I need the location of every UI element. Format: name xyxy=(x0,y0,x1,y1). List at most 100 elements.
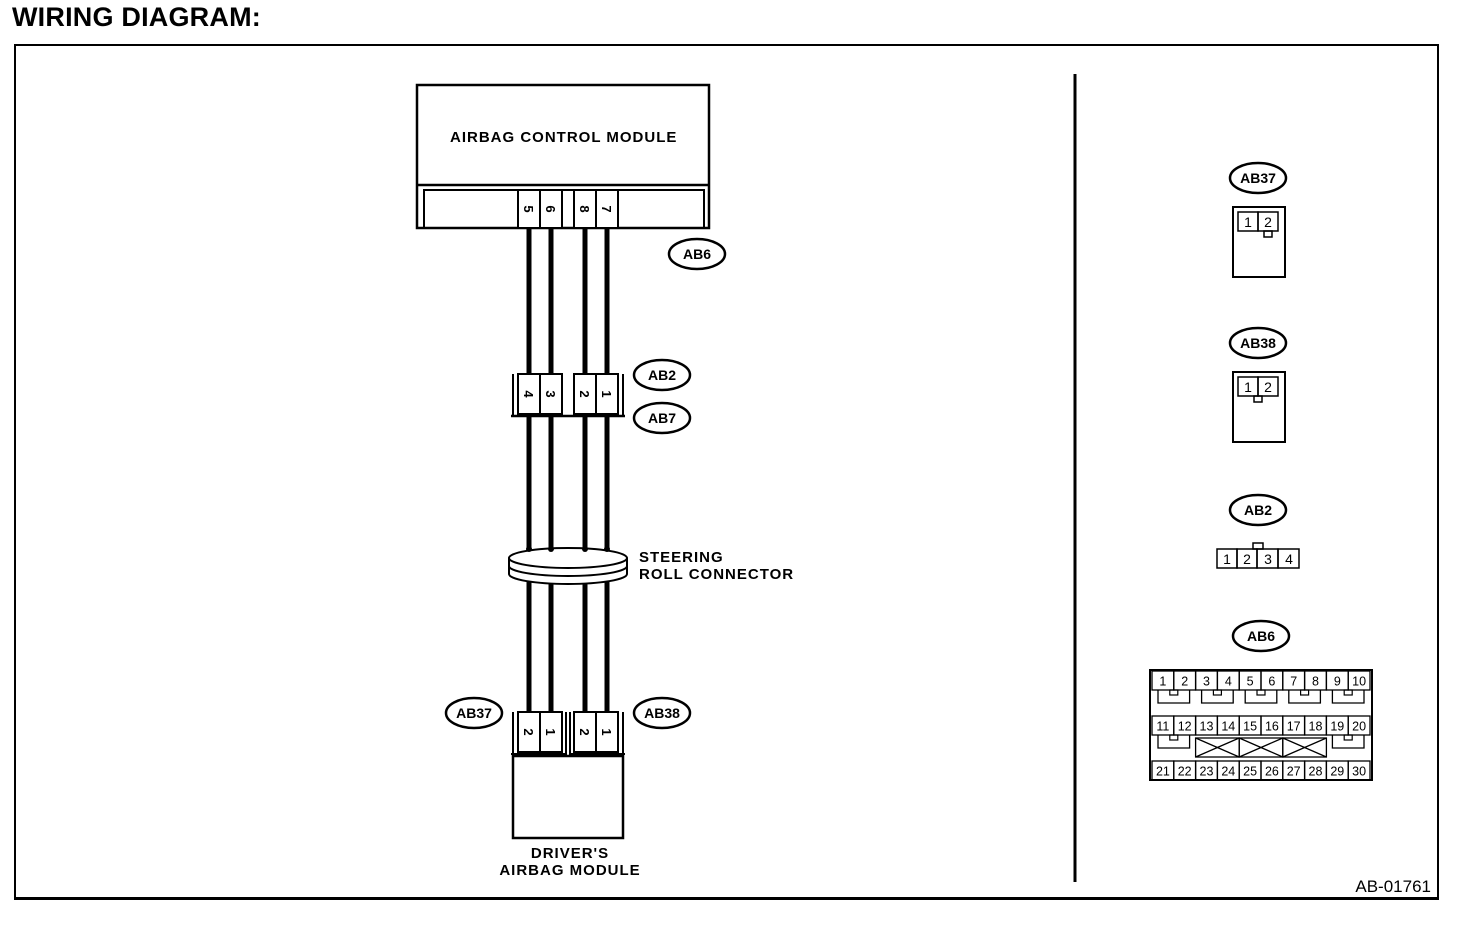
ab6-view-pin-20: 20 xyxy=(1352,720,1366,734)
ab6-view-latch xyxy=(1157,690,1191,704)
ab37-view-pin-1: 1 xyxy=(1244,214,1252,230)
ab6-view-pin-5: 5 xyxy=(1247,675,1254,689)
ab2-tag-label: AB2 xyxy=(648,367,676,383)
ab6-view-pin-2: 2 xyxy=(1181,675,1188,689)
ab6-view-latch xyxy=(1157,735,1191,749)
page-title: WIRING DIAGRAM: xyxy=(12,2,261,32)
ab2-pin-4: 4 xyxy=(521,390,536,398)
ab6-view-pin-3: 3 xyxy=(1203,675,1210,689)
ab2-pin-block xyxy=(517,373,619,415)
ab6-view-pin-19: 19 xyxy=(1330,720,1344,734)
ab6-view-latch-nub xyxy=(1169,734,1179,741)
control-module-label: AIRBAG CONTROL MODULE xyxy=(450,129,677,146)
ab6-tag xyxy=(667,237,727,271)
ab6-view-pin-21: 21 xyxy=(1156,765,1170,779)
ab6-view-latch xyxy=(1331,690,1365,704)
ab6-view-cell xyxy=(1347,715,1371,736)
ab6-view-pin-12: 12 xyxy=(1178,720,1192,734)
ab6-view-cell xyxy=(1347,670,1371,691)
ab6-pin-7: 7 xyxy=(599,205,614,212)
ab37-tag-label: AB37 xyxy=(456,705,492,721)
drivers-airbag-label-line1: DRIVER'S xyxy=(531,845,609,862)
steering-roll-connector xyxy=(508,547,628,585)
ab6-view-pin-14: 14 xyxy=(1221,720,1235,734)
ab38-view-tag xyxy=(1228,326,1288,360)
ab6-view-pin-15: 15 xyxy=(1243,720,1257,734)
harness-wires xyxy=(526,228,610,712)
ab6-view-pin-16: 16 xyxy=(1265,720,1279,734)
ab2-view-pin-4: 4 xyxy=(1285,551,1293,567)
ab7-tag-label: AB7 xyxy=(648,410,676,426)
ab6-view-pin-1: 1 xyxy=(1159,675,1166,689)
ab6-view-latch-nub xyxy=(1343,734,1353,741)
ab6-view-latch xyxy=(1244,690,1278,704)
ab6-view-cell xyxy=(1347,760,1371,781)
ab2-ab7-connector xyxy=(511,374,625,418)
ab37-tag xyxy=(444,696,504,730)
ab6-pin-6: 6 xyxy=(543,205,558,212)
ab38-tag-label: AB38 xyxy=(644,705,680,721)
ab6-view-pin-8: 8 xyxy=(1312,675,1319,689)
ab2-pin-1: 1 xyxy=(599,390,614,397)
ab37-pin-2: 2 xyxy=(521,728,536,735)
ab6-view-pin-13: 13 xyxy=(1200,720,1214,734)
ab38-view-pin-2: 2 xyxy=(1264,379,1272,395)
ab6-view-latch-nub xyxy=(1343,689,1353,696)
ab6-view-pin-17: 17 xyxy=(1287,720,1301,734)
drivers-airbag-module xyxy=(511,754,625,840)
ab6-view-pin-24: 24 xyxy=(1221,765,1235,779)
ab6-view-cross xyxy=(1282,737,1327,758)
ab6-view-pin-25: 25 xyxy=(1243,765,1257,779)
drivers-airbag-label-line2: AIRBAG MODULE xyxy=(499,862,640,879)
ab6-view-cross xyxy=(1238,737,1284,758)
ab6-pin-block xyxy=(517,189,619,229)
ab37-pin-1: 1 xyxy=(543,728,558,735)
ab2-connector-view xyxy=(1216,542,1300,569)
ab6-view-blocked-cavity xyxy=(1282,737,1328,758)
ab6-view-pin-22: 22 xyxy=(1178,765,1192,779)
ab6-view-pin-28: 28 xyxy=(1309,765,1323,779)
ab38-connector-view xyxy=(1232,371,1286,443)
diagram-frame xyxy=(14,44,1439,900)
ab6-view-pin-29: 29 xyxy=(1330,765,1344,779)
ab38-pin-block xyxy=(573,711,619,753)
ab6-view-pin-6: 6 xyxy=(1268,675,1275,689)
ab6-view-pin-27: 27 xyxy=(1287,765,1301,779)
ab38-pin-1: 1 xyxy=(599,728,614,735)
ab38-view-pin-1: 1 xyxy=(1244,379,1252,395)
ab6-view-pin-7: 7 xyxy=(1290,675,1297,689)
ab6-view-latch xyxy=(1288,690,1322,704)
ab6-view-pin-9: 9 xyxy=(1334,675,1341,689)
ab2-view-pin-2: 2 xyxy=(1243,551,1251,567)
ab6-view-cross xyxy=(1195,737,1240,758)
ab6-view-pin-11: 11 xyxy=(1156,720,1169,734)
ab6-pin-8: 8 xyxy=(577,205,592,212)
ab6-view-tag xyxy=(1231,619,1291,653)
ab6-view-pin-10: 10 xyxy=(1352,675,1366,689)
ab37-view-tag xyxy=(1228,161,1288,195)
ab37-view-pin-2: 2 xyxy=(1264,214,1272,230)
ab2-pin-2: 2 xyxy=(577,390,592,397)
ab38-tag xyxy=(632,696,692,730)
ab2-pin-3: 3 xyxy=(543,390,558,397)
steering-roll-label-line2: ROLL CONNECTOR xyxy=(639,566,794,583)
ab2-view-pin-3: 3 xyxy=(1264,551,1272,567)
ab6-tag-label: AB6 xyxy=(683,246,711,262)
ab6-view-pin-30: 30 xyxy=(1352,765,1366,779)
ab37-connector-view xyxy=(1232,206,1286,278)
ab37-view-tag-label: AB37 xyxy=(1240,170,1276,186)
figure-id: AB-01761 xyxy=(1355,877,1431,896)
ab6-view-latch-nub xyxy=(1212,689,1223,696)
ab38-view-tag-label: AB38 xyxy=(1240,335,1276,351)
ab6-view-pin-23: 23 xyxy=(1200,765,1214,779)
ab6-view-pin-4: 4 xyxy=(1225,675,1232,689)
ab6-view-latch xyxy=(1200,690,1234,704)
ab6-view-pin-18: 18 xyxy=(1309,720,1323,734)
ab6-view-latch-nub xyxy=(1299,689,1310,696)
ab6-view-latch xyxy=(1331,735,1365,749)
ab2-tag xyxy=(632,358,692,392)
ab6-view-pin-26: 26 xyxy=(1265,765,1279,779)
module-connector-housing xyxy=(511,712,625,756)
